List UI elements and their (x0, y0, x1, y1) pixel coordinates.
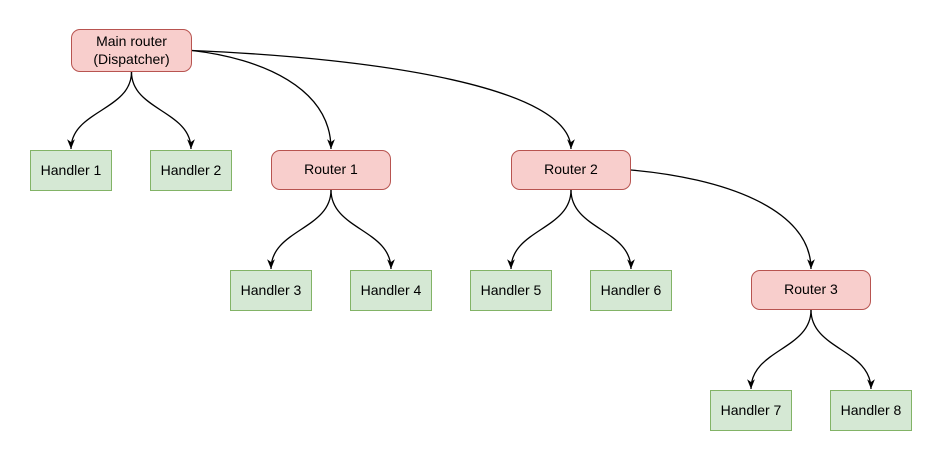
node-handler-3: Handler 3 (230, 270, 312, 311)
node-label: Handler 6 (601, 282, 662, 300)
label-line: Handler 2 (160, 161, 222, 178)
node-router-2: Router 2 (511, 150, 631, 190)
label-line: Router 1 (304, 161, 358, 178)
node-handler-4: Handler 4 (350, 270, 432, 311)
node-handler-1: Handler 1 (30, 150, 112, 191)
label-line: Handler 3 (240, 281, 302, 298)
node-label: Handler 4 (361, 282, 422, 300)
node-handler-8: Handler 8 (830, 390, 912, 431)
label-line: Handler 4 (360, 281, 422, 298)
edge-router-3-to-handler-7 (747, 309, 812, 390)
node-label: Router 1 (304, 161, 358, 179)
edge-router-2-to-handler-5 (507, 189, 572, 270)
label-line: Handler 7 (720, 401, 782, 418)
node-handler-7: Handler 7 (710, 390, 792, 431)
label-line: Handler 1 (40, 161, 102, 178)
edge-router-2-to-router-3 (630, 169, 815, 270)
node-handler-5: Handler 5 (470, 270, 552, 311)
node-main-router: Main router(Dispatcher) (71, 29, 192, 72)
edge-router-2-to-handler-6 (570, 189, 635, 270)
label-line: Router 3 (784, 281, 838, 298)
label-line: Handler 6 (600, 281, 662, 298)
edge-main-router-to-router-2 (191, 49, 575, 150)
label-line: (Dispatcher) (93, 50, 170, 67)
node-label: Handler 1 (41, 162, 102, 180)
node-handler-2: Handler 2 (150, 150, 232, 191)
label-line: Handler 8 (840, 401, 902, 418)
node-label: Router 2 (544, 161, 598, 179)
node-router-3: Router 3 (751, 270, 871, 310)
edge-router-1-to-handler-3 (267, 189, 332, 270)
edge-main-router-to-router-1 (191, 49, 335, 150)
node-router-1: Router 1 (271, 150, 391, 190)
node-label: Handler 3 (241, 282, 302, 300)
label-line: Main router (96, 33, 167, 49)
node-label: Router 3 (784, 281, 838, 299)
node-label: Main router(Dispatcher) (93, 33, 169, 68)
node-label: Handler 5 (481, 282, 542, 300)
label-line: Router 2 (544, 161, 598, 178)
node-label: Handler 8 (841, 402, 902, 420)
edge-router-1-to-handler-4 (330, 189, 395, 270)
node-handler-6: Handler 6 (590, 270, 672, 311)
label-line: Handler 5 (480, 281, 542, 298)
node-label: Handler 2 (161, 162, 222, 180)
edge-main-router-to-handler-1 (67, 71, 133, 150)
edge-main-router-to-handler-2 (130, 71, 195, 150)
node-label: Handler 7 (721, 402, 782, 420)
edge-router-3-to-handler-8 (810, 309, 875, 390)
